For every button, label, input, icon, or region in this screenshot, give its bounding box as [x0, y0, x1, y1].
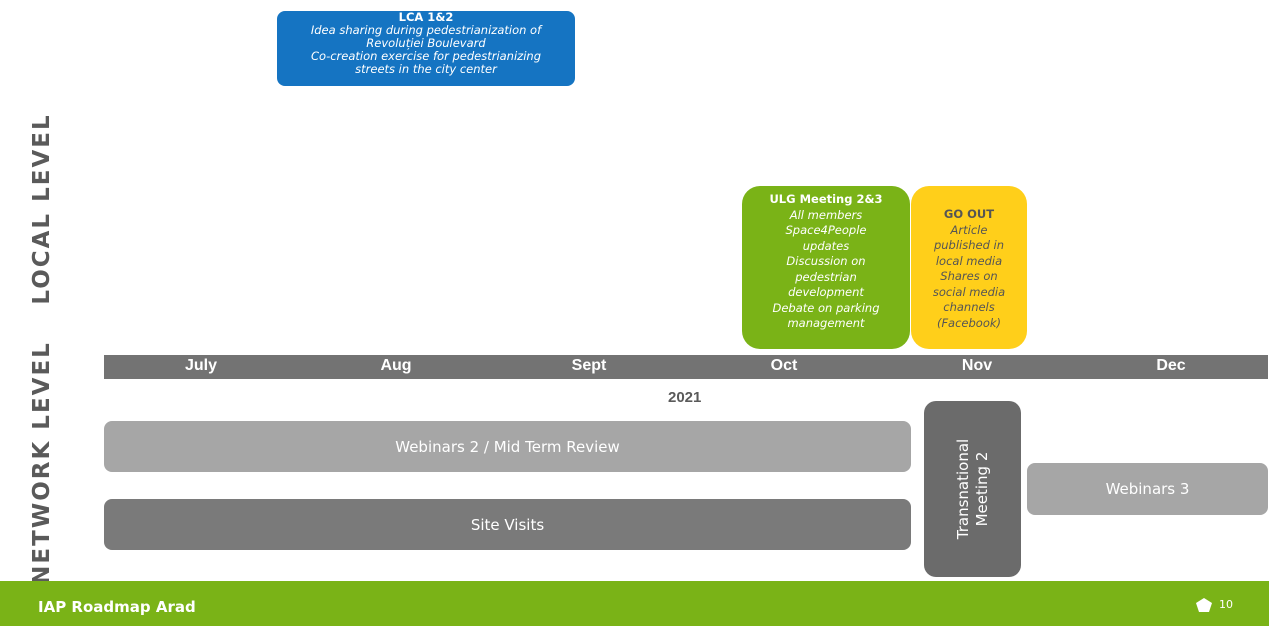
month-nov: Nov [961, 357, 993, 374]
ulg-line: development [788, 285, 864, 299]
ulg-line: All members [789, 207, 863, 222]
local-level-label: LOCAL LEVEL [29, 113, 55, 305]
transnational-line1: Transnational [953, 438, 972, 540]
lca-box: LCA 1&2 Idea sharing during pedestrianiz… [277, 11, 575, 86]
ulg-line: pedestrian [795, 269, 857, 284]
page-number: 10 [1219, 598, 1233, 611]
go-out-line: published in [933, 238, 1005, 252]
go-out-line: social media [932, 284, 1006, 299]
ulg-line: Debate on parking [772, 300, 880, 315]
lca-line: Co-creation exercise for pedestrianizing [311, 49, 541, 63]
ulg-meeting-box: ULG Meeting 2&3 All members Space4People… [742, 186, 910, 349]
month-dec: Dec [1156, 357, 1186, 374]
pentagon-icon [1196, 598, 1212, 612]
lca-title: LCA 1&2 [398, 10, 454, 24]
go-out-box: GO OUT Article published in local media … [911, 186, 1027, 349]
ulg-title: ULG Meeting 2&3 [769, 192, 883, 206]
month-july: July [184, 357, 218, 374]
year-label: 2021 [668, 389, 702, 406]
ulg-line: updates [802, 238, 850, 253]
ulg-line: Space4People [785, 223, 867, 237]
lca-line: Revoluției Boulevard [366, 36, 486, 50]
transnational-meeting-box: Transnational Meeting 2 [924, 401, 1021, 577]
transnational-line2: Meeting 2 [972, 451, 991, 527]
go-out-line: (Facebook) [936, 315, 1002, 330]
go-out-line: Shares on [940, 269, 998, 283]
ulg-line: Discussion on [786, 254, 866, 268]
webinars2-label: Webinars 2 / Mid Term Review [395, 437, 620, 456]
go-out-line: Article [950, 222, 988, 237]
ulg-line: management [787, 316, 865, 330]
webinars3-label: Webinars 3 [1105, 480, 1190, 498]
webinars2-bar: Webinars 2 / Mid Term Review [104, 421, 911, 472]
go-out-line: channels [943, 300, 995, 314]
transnational-label: Transnational Meeting 2 [954, 439, 992, 539]
footer-title: IAP Roadmap Arad [38, 598, 196, 616]
webinars3-bar: Webinars 3 [1027, 463, 1268, 515]
footer-bar [0, 581, 1269, 626]
go-out-line: local media [935, 253, 1003, 268]
lca-line: streets in the city center [355, 62, 497, 76]
month-aug: Aug [380, 357, 412, 374]
lca-line: Idea sharing during pedestrianization of [310, 23, 542, 37]
site-visits-bar: Site Visits [104, 499, 911, 550]
month-sept: Sept [571, 357, 607, 374]
month-oct: Oct [770, 357, 798, 374]
network-level-label: NETWORK LEVEL [29, 341, 55, 585]
go-out-title: GO OUT [943, 207, 995, 221]
timeline-bar [104, 355, 1268, 379]
site-visits-label: Site Visits [470, 515, 545, 534]
